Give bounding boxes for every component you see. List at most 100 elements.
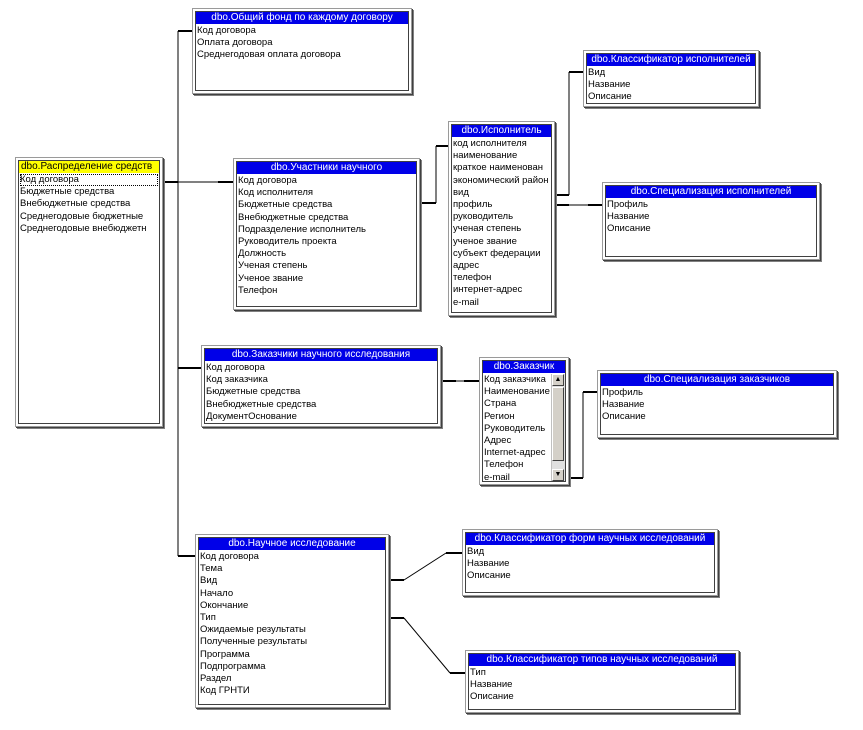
table-title[interactable]: dbo.Научное исследование [199,538,385,550]
field-row[interactable]: Описание [467,570,511,582]
table-title[interactable]: dbo.Участники научного [237,162,416,174]
field-row[interactable]: Внебюджетные средства [206,398,317,410]
field-row[interactable]: Внебюджетные средства [238,211,349,223]
table-uchastniki[interactable]: dbo.Участники научного Код договора Код … [233,158,420,310]
field-row[interactable]: Среднегодовые внебюджетн [20,222,147,234]
field-row[interactable]: Полученные результаты [200,636,308,648]
field-row[interactable]: Окончание [200,599,249,611]
field-row[interactable]: Ожидаемые результаты [200,624,306,636]
field-row[interactable]: Код исполнителя [238,187,314,199]
field-row[interactable]: телефон [453,272,492,284]
field-row[interactable]: Код договора [197,25,256,36]
field-row[interactable]: Раздел [200,673,232,685]
field-row[interactable]: e-mail [453,296,479,308]
scroll-up-arrow-icon[interactable]: ▲ [552,374,564,386]
table-title[interactable]: dbo.Заказчики научного исследования [205,349,437,361]
field-row[interactable]: Должность [238,248,287,260]
field-row[interactable]: Бюджетные средства [206,386,301,398]
vertical-scrollbar[interactable]: ▲ ▼ [551,374,565,481]
table-nauchnoe[interactable]: dbo.Научное исследование Код договора Те… [195,534,389,708]
scroll-thumb[interactable] [552,387,564,461]
field-row[interactable]: адрес [453,260,480,272]
field-row[interactable]: профиль [453,199,493,211]
field-row[interactable]: Код договора [206,362,265,373]
field-row[interactable]: Название [607,211,650,223]
field-row[interactable]: интернет-адрес [453,284,523,296]
field-row[interactable]: ученая степень [453,223,522,235]
field-row[interactable]: Тип [200,612,216,624]
field-row[interactable]: Телефон [484,459,524,471]
table-zakazchik[interactable]: dbo.Заказчик Код заказчика Наименование … [479,357,569,485]
table-title[interactable]: dbo.Классификатор форм научных исследова… [466,533,714,545]
field-row[interactable]: Тип [470,667,486,678]
table-raspredelenie[interactable]: dbo.Распределение средств Код договора Б… [15,157,163,427]
field-row[interactable]: экономический район [453,174,549,186]
table-klassifikator-ispolniteley[interactable]: dbo.Классификатор исполнителей Вид Назва… [583,50,759,107]
field-row[interactable]: e-mail [484,471,510,482]
field-row[interactable]: Руководитель [484,422,546,434]
table-ispolnitel[interactable]: dbo.Исполнитель код исполнителя наименов… [448,121,555,316]
field-row[interactable]: Описание [470,691,514,703]
table-specializaciya-ispolniteley[interactable]: dbo.Специализация исполнителей Профиль Н… [602,182,820,260]
field-row[interactable]: Вид [467,546,485,557]
field-row[interactable]: Страна [484,398,517,410]
field-row[interactable]: Наименование [484,386,550,398]
scroll-down-arrow-icon[interactable]: ▼ [552,469,564,481]
field-row[interactable]: Руководитель проекта [238,236,337,248]
table-title[interactable]: dbo.Классификатор исполнителей [587,54,755,66]
field-row[interactable]: наименование [453,150,518,162]
table-klassifikator-form[interactable]: dbo.Классификатор форм научных исследова… [462,529,718,596]
field-row[interactable]: Профиль [602,387,644,398]
field-row[interactable]: субъект федерации [453,247,541,259]
field-row[interactable]: Подпрограмма [200,660,266,672]
table-title[interactable]: dbo.Классификатор типов научных исследов… [469,654,735,666]
field-row[interactable]: Ученое звание [238,272,304,284]
field-row[interactable]: Код договора [238,175,297,186]
table-specializaciya-zakazchikov[interactable]: dbo.Специализация заказчиков Профиль Наз… [597,370,837,438]
field-row[interactable]: Код заказчика [484,374,546,385]
field-row[interactable]: Оплата договора [197,37,273,49]
field-row[interactable]: Среднегодовые бюджетные [20,210,144,222]
field-row[interactable]: Бюджетные средства [20,186,115,198]
field-row[interactable]: Профиль [607,199,649,210]
field-row[interactable]: Название [588,79,631,91]
field-row[interactable]: Внебюджетные средства [20,198,131,210]
field-row[interactable]: Вид [588,67,606,78]
field-row[interactable]: Internet-адрес [484,447,546,459]
table-title[interactable]: dbo.Специализация исполнителей [606,186,816,198]
field-row[interactable]: краткое наименован [453,162,543,174]
field-row[interactable]: Бюджетные средства [238,199,333,211]
table-title[interactable]: dbo.Специализация заказчиков [601,374,833,386]
field-row[interactable]: Описание [607,223,651,235]
field-row[interactable]: Описание [588,91,632,103]
table-title[interactable]: dbo.Общий фонд по каждому договору [196,12,408,24]
field-row[interactable]: код исполнителя [453,138,527,149]
table-zakazchiki[interactable]: dbo.Заказчики научного исследования Код … [201,345,441,427]
table-title[interactable]: dbo.Заказчик [483,361,565,373]
field-row[interactable]: Тема [200,563,223,575]
field-row[interactable]: вид [453,186,469,198]
table-obshchiy-fond[interactable]: dbo.Общий фонд по каждому договору Код д… [192,8,412,94]
field-row[interactable]: Программа [200,648,250,660]
field-row[interactable]: ДокументОснование [206,410,297,422]
field-row[interactable]: Код ГРНТИ [200,685,250,697]
field-row[interactable]: Регион [484,410,515,422]
field-row[interactable]: Подразделение исполнитель [238,223,366,235]
field-row[interactable]: Описание [602,411,646,423]
field-row[interactable]: Вид [200,575,218,587]
field-row[interactable]: Код заказчика [206,374,268,386]
field-row[interactable]: Начало [200,587,234,599]
field-row[interactable]: Код договора [20,174,158,187]
field-row[interactable]: Название [467,558,510,570]
table-title[interactable]: dbo.Распределение средств [19,161,159,173]
field-row[interactable]: руководитель [453,211,514,223]
field-row[interactable]: Адрес [484,435,512,447]
field-row[interactable]: Телефон [238,284,278,296]
field-row[interactable]: Среднегодовая оплата договора [197,49,341,61]
field-row[interactable]: Код договора [200,551,259,562]
field-row[interactable]: Название [470,679,513,691]
table-klassifikator-tipov[interactable]: dbo.Классификатор типов научных исследов… [465,650,739,713]
field-row[interactable]: ученое звание [453,235,517,247]
field-row[interactable]: Название [602,399,645,411]
field-row[interactable]: Ученая степень [238,260,308,272]
